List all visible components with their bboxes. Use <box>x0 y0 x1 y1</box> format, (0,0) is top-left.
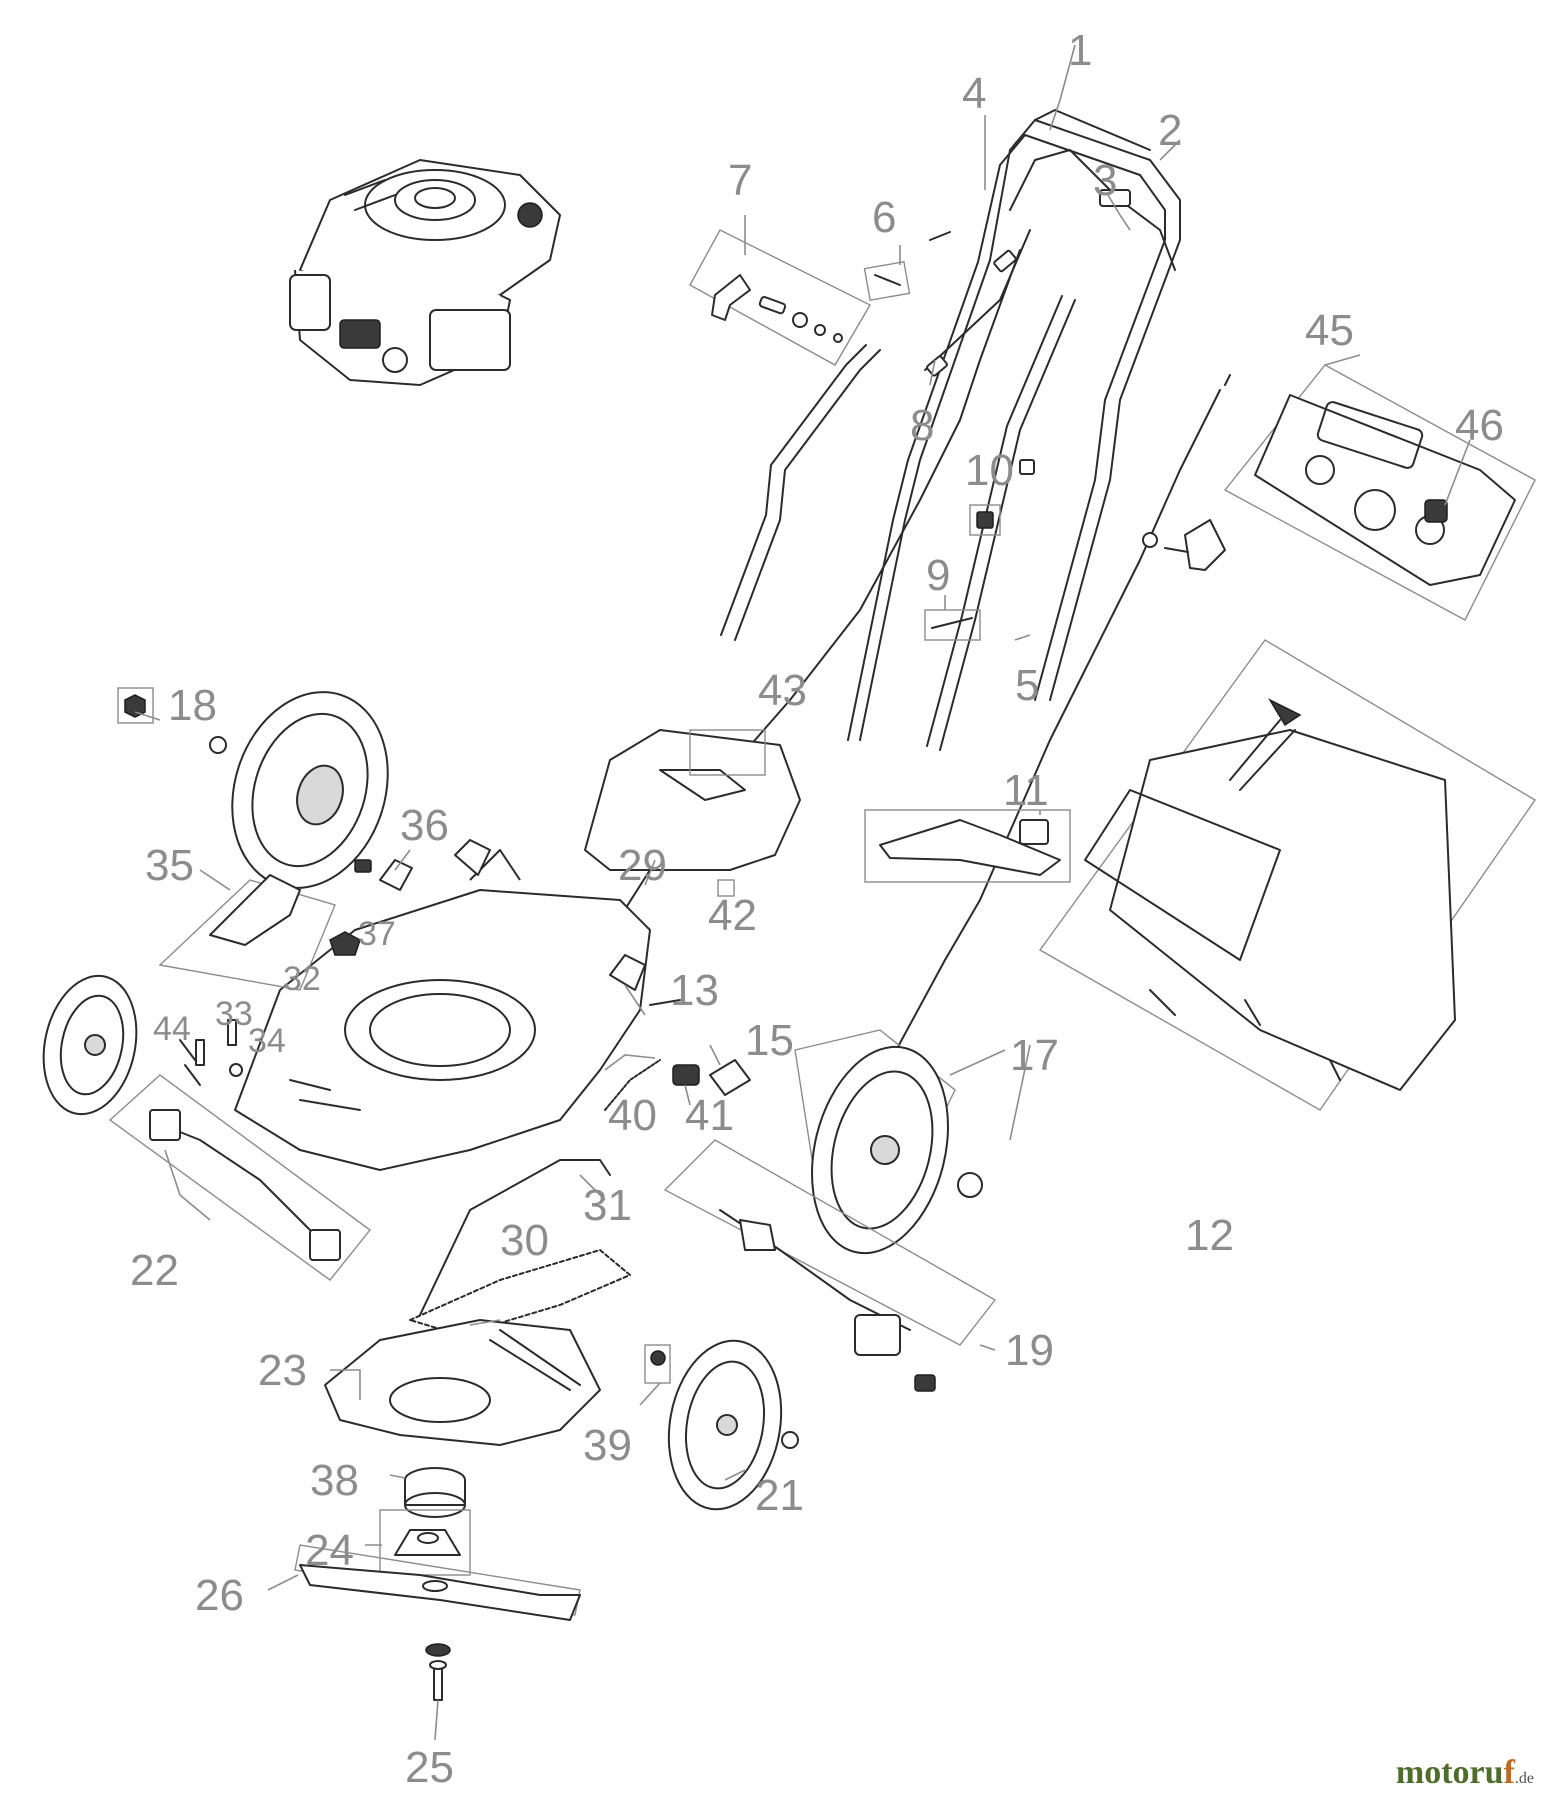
rear-axle-part-19 <box>663 1139 997 1392</box>
throttle-lever <box>1142 519 1226 571</box>
nut-part-10 <box>969 459 1035 536</box>
callout-45: 45 <box>1305 306 1354 355</box>
bar-part-31 <box>419 1159 611 1316</box>
rear-flap-part-43 <box>584 729 801 871</box>
blade-part-26 <box>294 1544 581 1621</box>
upper-handle <box>847 109 1181 741</box>
callout-2: 2 <box>1158 106 1182 155</box>
engine <box>289 159 561 386</box>
height-lever-part-35 <box>158 874 336 991</box>
callout-37: 37 <box>358 915 396 953</box>
pivot-part-36 <box>354 839 491 891</box>
mulch-plug-part-11 <box>864 809 1071 883</box>
grass-catcher <box>1038 639 1537 1111</box>
callout-39: 39 <box>583 1421 632 1470</box>
rear-left-wheel <box>231 691 389 889</box>
callout-8: 8 <box>910 401 934 450</box>
callout-19: 19 <box>1005 1326 1054 1375</box>
front-axle-part-22 <box>108 1074 372 1281</box>
callout-3: 3 <box>1093 156 1117 205</box>
callout-23: 23 <box>258 1346 307 1395</box>
callout-30: 30 <box>500 1216 549 1265</box>
callout-labels: 1 2 3 4 5 6 7 8 9 10 11 12 13 15 17 18 1… <box>130 26 1504 1792</box>
rear-right-wheel-part-17 <box>794 1029 983 1255</box>
callout-38: 38 <box>310 1456 359 1505</box>
callout-31: 31 <box>583 1181 632 1230</box>
callout-18: 18 <box>168 681 217 730</box>
hub-cap-part-18 <box>117 687 227 754</box>
pins-parts-33-34-44 <box>179 1019 243 1086</box>
callout-10: 10 <box>965 446 1014 495</box>
control-cover <box>1223 364 1536 621</box>
watermark-main: motoru <box>1395 1754 1504 1791</box>
callout-12: 12 <box>1185 1211 1234 1260</box>
callout-25: 25 <box>405 1743 454 1792</box>
lever-part-39 <box>644 1344 671 1384</box>
callout-21: 21 <box>755 1471 804 1520</box>
callout-29: 29 <box>618 841 667 890</box>
callout-40: 40 <box>608 1091 657 1140</box>
callout-33: 33 <box>215 995 253 1033</box>
callout-11: 11 <box>1003 766 1049 815</box>
pin-part-42 <box>717 879 735 897</box>
motoruf-watermark: motoruf.de <box>1396 1754 1534 1792</box>
callout-15: 15 <box>745 1016 794 1065</box>
callout-32: 32 <box>283 960 321 998</box>
callout-44: 44 <box>153 1010 191 1048</box>
callout-26: 26 <box>195 1571 244 1620</box>
front-left-wheel <box>42 974 138 1116</box>
spring-part-40 <box>604 1059 661 1111</box>
callout-17: 17 <box>1010 1031 1059 1080</box>
callout-46: 46 <box>1455 401 1504 450</box>
callout-43: 43 <box>758 666 807 715</box>
callout-4: 4 <box>962 69 986 118</box>
handle-clamp-part-9 <box>924 609 981 641</box>
quick-release-set <box>689 229 871 366</box>
callout-41: 41 <box>685 1091 734 1140</box>
belt-cover-part-23 <box>324 1319 601 1446</box>
watermark-tld: .de <box>1514 1770 1534 1787</box>
guide-part-13 <box>609 954 681 1006</box>
bracket-part-15 <box>709 1059 751 1096</box>
callout-1: 1 <box>1068 26 1092 75</box>
callout-42: 42 <box>708 891 757 940</box>
callout-9: 9 <box>926 551 950 600</box>
callout-13: 13 <box>670 966 719 1015</box>
leader-lines <box>134 44 1471 1741</box>
callout-35: 35 <box>145 841 194 890</box>
callout-6: 6 <box>872 193 896 242</box>
bail-lever <box>1009 149 1176 271</box>
blade-adapter-part-38 <box>404 1467 466 1518</box>
callout-22: 22 <box>130 1246 179 1295</box>
callout-34: 34 <box>248 1022 286 1060</box>
front-right-wheel-part-21 <box>667 1339 799 1511</box>
watermark-accent: f <box>1503 1754 1515 1791</box>
bolt-part-6 <box>863 231 951 302</box>
callout-7: 7 <box>728 156 752 205</box>
callout-24: 24 <box>305 1526 354 1575</box>
blade-mount-part-24 <box>379 1509 471 1576</box>
knob-part-32 <box>329 931 361 956</box>
blade-bolt-part-25 <box>425 1643 451 1701</box>
cable-clip-part-8 <box>924 229 1031 377</box>
callout-36: 36 <box>400 801 449 850</box>
wheel-bearing-part-41 <box>672 1064 700 1086</box>
callout-5: 5 <box>1015 661 1039 710</box>
